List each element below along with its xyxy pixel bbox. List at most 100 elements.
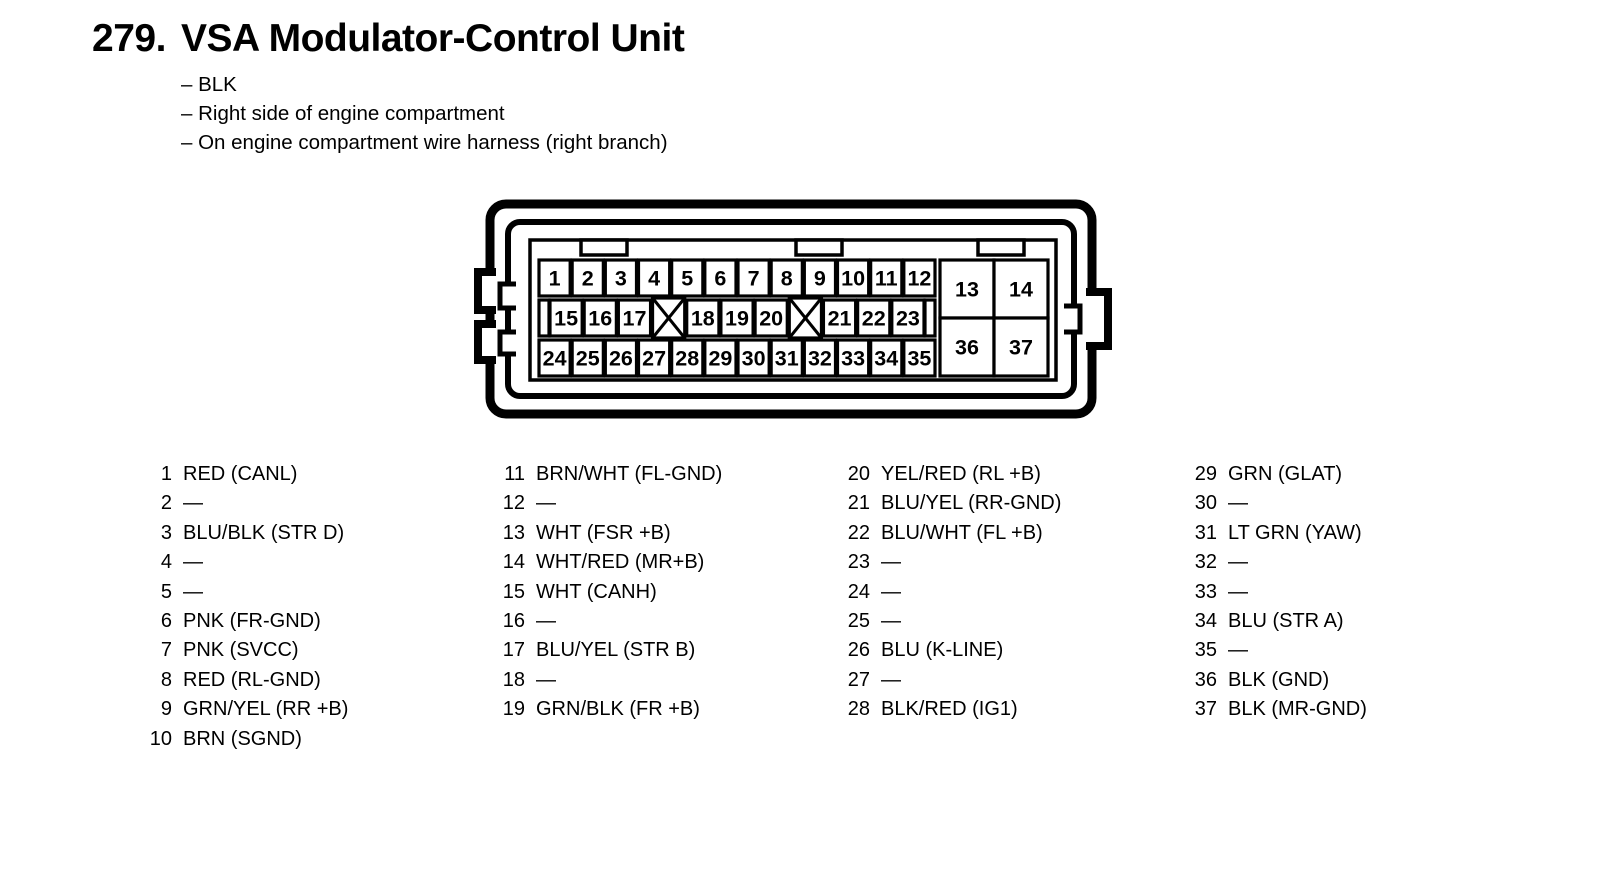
- pin-cell-25: [570, 338, 605, 378]
- blocked-x-stroke: [651, 297, 686, 339]
- legend-pin-number: 27: [847, 668, 870, 691]
- pin-cell-33: [835, 338, 871, 378]
- left-notch-1: [474, 268, 496, 314]
- pin-number-12: 12: [907, 267, 931, 291]
- legend-entry-pin-5: 5—: [138, 578, 348, 607]
- pin-number-3: 3: [615, 267, 627, 291]
- pin-cell-31: [769, 338, 804, 378]
- legend-pin-label: BLU (K-LINE): [881, 639, 1004, 662]
- keyway-tab-3: [976, 238, 1026, 257]
- pin-cell-29: [703, 338, 738, 378]
- pin-cell-36: [938, 316, 996, 378]
- legend-pin-label: YEL/RED (RL +B): [881, 463, 1041, 485]
- pin-number-25: 25: [576, 347, 600, 371]
- legend-pin-label: GRN/BLK (FR +B): [536, 698, 700, 721]
- pin-number-29: 29: [708, 347, 732, 371]
- legend-pin-number: 26: [847, 639, 870, 662]
- pin-cell-2: [570, 258, 605, 298]
- legend-pin-number: 2: [160, 492, 172, 515]
- pin-cell-34: [869, 338, 904, 378]
- pin-number-8: 8: [781, 267, 793, 291]
- legend-pin-label: BLK/RED (IG1): [881, 698, 1018, 721]
- legend-pin-number: 17: [502, 639, 525, 662]
- legend-entry-pin-24: 24—: [836, 578, 1061, 607]
- pin-number-36: 36: [955, 336, 979, 360]
- pin-cell-27: [636, 338, 672, 378]
- legend-pin-label: WHT (FSR +B): [536, 521, 671, 544]
- pin-cell-15: [548, 298, 584, 338]
- pin-cell-9: [802, 258, 838, 298]
- pin-cell-3: [603, 258, 639, 298]
- page-title: VSA Modulator-Control Unit: [181, 17, 685, 60]
- legend-entry-pin-18: 18—: [491, 666, 722, 695]
- legend-pin-number: 14: [502, 551, 525, 574]
- legend-pin-label: BLU/YEL (STR B): [536, 639, 696, 662]
- legend-pin-label: RED (RL-GND): [183, 668, 321, 691]
- legend-entry-pin-30: 30—: [1183, 489, 1367, 518]
- legend-pin-label: —: [1228, 580, 1248, 603]
- legend-entry-pin-8: 8 RED (RL-GND): [138, 666, 348, 695]
- legend-pin-label: —: [881, 551, 901, 574]
- pin-number-16: 16: [588, 307, 612, 331]
- pin-number-4: 4: [648, 267, 660, 291]
- pin-cell-4: [636, 258, 672, 298]
- legend-pin-number: 10: [149, 727, 172, 750]
- pin-number-1: 1: [549, 267, 561, 291]
- pin-number-21: 21: [828, 307, 852, 331]
- legend-pin-label: BRN (SGND): [183, 727, 302, 750]
- pin-number-9: 9: [814, 267, 826, 291]
- legend-entry-pin-32: 32 —: [1183, 548, 1367, 577]
- legend-pin-label: BLU/WHT (FL +B): [881, 521, 1043, 544]
- pin-cell-6: [703, 258, 738, 298]
- pin-number-23: 23: [896, 307, 920, 331]
- legend-pin-number: 5: [160, 580, 172, 603]
- pin-cell-20: [753, 298, 789, 338]
- pin-number-13: 13: [955, 278, 979, 302]
- pin-cell-16: [582, 298, 618, 338]
- legend-pin-number: 12: [502, 492, 525, 515]
- left-notch-2: [474, 320, 496, 364]
- legend-pin-label: BLK (MR-GND): [1228, 698, 1367, 721]
- blocked-x-stroke: [788, 297, 823, 339]
- legend-pin-number: 32: [1194, 551, 1217, 574]
- legend-pin-number: 31: [1194, 521, 1217, 544]
- legend-pin-label: —: [1228, 551, 1248, 574]
- legend-entry-pin-10: 10 BRN (SGND): [138, 725, 348, 754]
- pin-number-2: 2: [582, 267, 594, 291]
- legend-pin-label: —: [536, 610, 556, 633]
- legend-pin-label: —: [183, 580, 203, 603]
- legend-entry-pin-33: 33 —: [1183, 578, 1367, 607]
- pin-number-32: 32: [808, 347, 832, 371]
- pin-number-20: 20: [759, 307, 783, 331]
- inner-left-bump-1: [497, 281, 516, 311]
- pin-cell-30: [736, 338, 771, 378]
- legend-pin-number: 7: [160, 639, 172, 662]
- pin-number-6: 6: [714, 267, 726, 291]
- pin-number-34: 34: [874, 347, 898, 371]
- legend-pin-number: 29: [1194, 463, 1217, 485]
- legend-pin-label: LT GRN (YAW): [1228, 521, 1362, 544]
- pin-cell-24: [537, 338, 572, 378]
- legend-pin-number: 8: [160, 668, 172, 691]
- note-connector-color: – BLK: [181, 73, 237, 96]
- legend-pin-number: 33: [1194, 580, 1217, 603]
- legend-pin-label: —: [881, 668, 901, 691]
- legend-entry-pin-19: 19 GRN/BLK (FR +B): [491, 695, 722, 724]
- legend-pin-label: WHT (CANH): [536, 580, 657, 603]
- legend-pin-label: GRN/YEL (RR +B): [183, 698, 349, 721]
- legend-pin-number: 19: [502, 698, 525, 721]
- legend-entry-pin-12: 12—: [491, 489, 722, 518]
- legend-pin-number: 4: [160, 551, 172, 574]
- pin-cell-32: [802, 338, 838, 378]
